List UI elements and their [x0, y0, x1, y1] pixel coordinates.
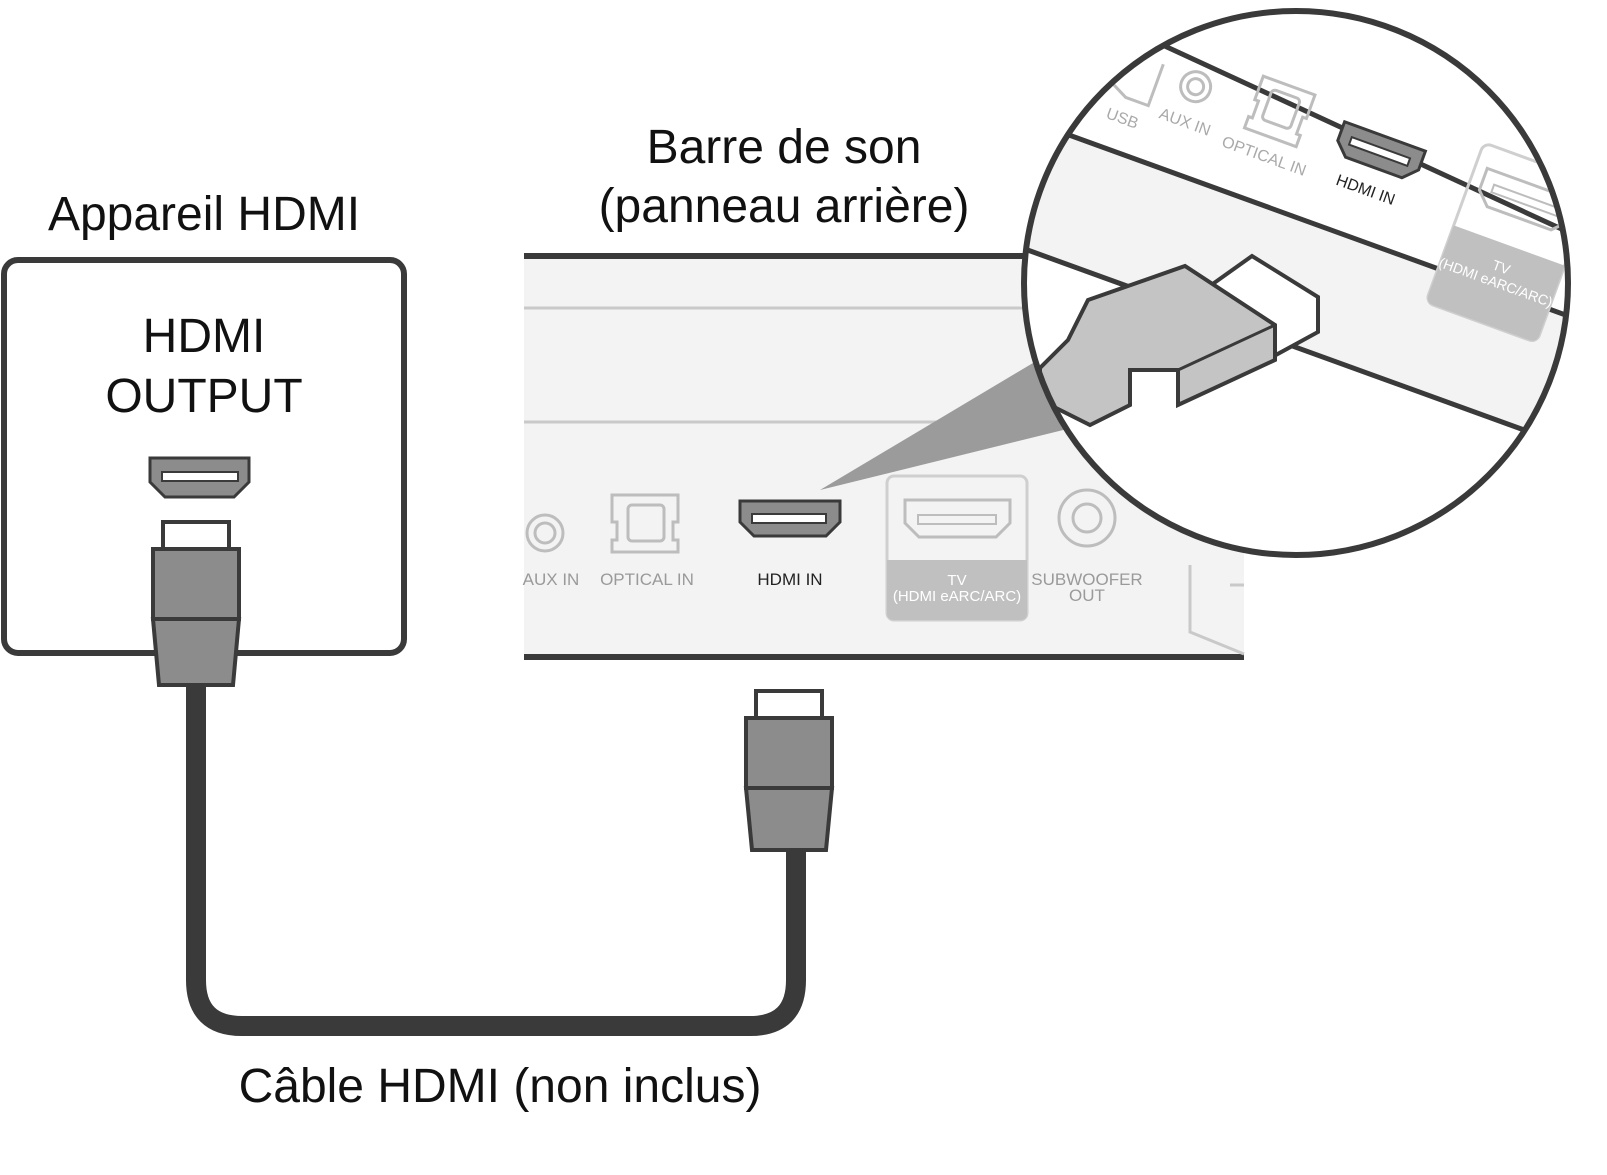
zoom-detail: USB AUX IN OPTICAL IN HDMI IN TV (HDMI e…	[1021, 8, 1571, 558]
zoom-hdmi-plug	[1038, 253, 1320, 428]
tv-label: TV	[947, 572, 966, 589]
soundbar-title-line2: (panneau arrière)	[599, 180, 970, 233]
zoom-optical-port	[1242, 74, 1317, 149]
hdmi-device	[1, 257, 407, 656]
optical-in-port	[610, 493, 680, 554]
zoom-hdmi-in-port	[1336, 119, 1428, 180]
cable-label: Câble HDMI (non inclus)	[239, 1060, 762, 1113]
aux-in-port	[525, 513, 565, 553]
zoom-tv-label: TV	[1490, 257, 1513, 278]
device-port-label-line1: HDMI	[143, 310, 266, 363]
hdmi-in-label: HDMI IN	[757, 570, 822, 589]
hdmi-in-port	[738, 499, 842, 538]
subwoofer-out-port	[1057, 488, 1117, 548]
aux-in-label: AUX IN	[523, 570, 580, 589]
hdmi-cable	[150, 520, 835, 1036]
zoom-aux-port	[1179, 70, 1213, 104]
hdmi-output-port	[148, 456, 251, 499]
tv-sub-label: (HDMI eARC/ARC)	[893, 588, 1021, 605]
cable-plug-left	[150, 520, 242, 687]
tv-earc-port	[885, 474, 1029, 622]
subwoofer-label-line2: OUT	[1069, 586, 1105, 605]
cable-plug-right	[743, 689, 835, 852]
device-port-label-line2: OUTPUT	[105, 370, 302, 423]
soundbar-title-line1: Barre de son	[647, 121, 922, 174]
subwoofer-label-line1: SUBWOOFER	[1031, 570, 1142, 589]
optical-in-label: OPTICAL IN	[600, 570, 694, 589]
device-title: Appareil HDMI	[48, 188, 360, 241]
